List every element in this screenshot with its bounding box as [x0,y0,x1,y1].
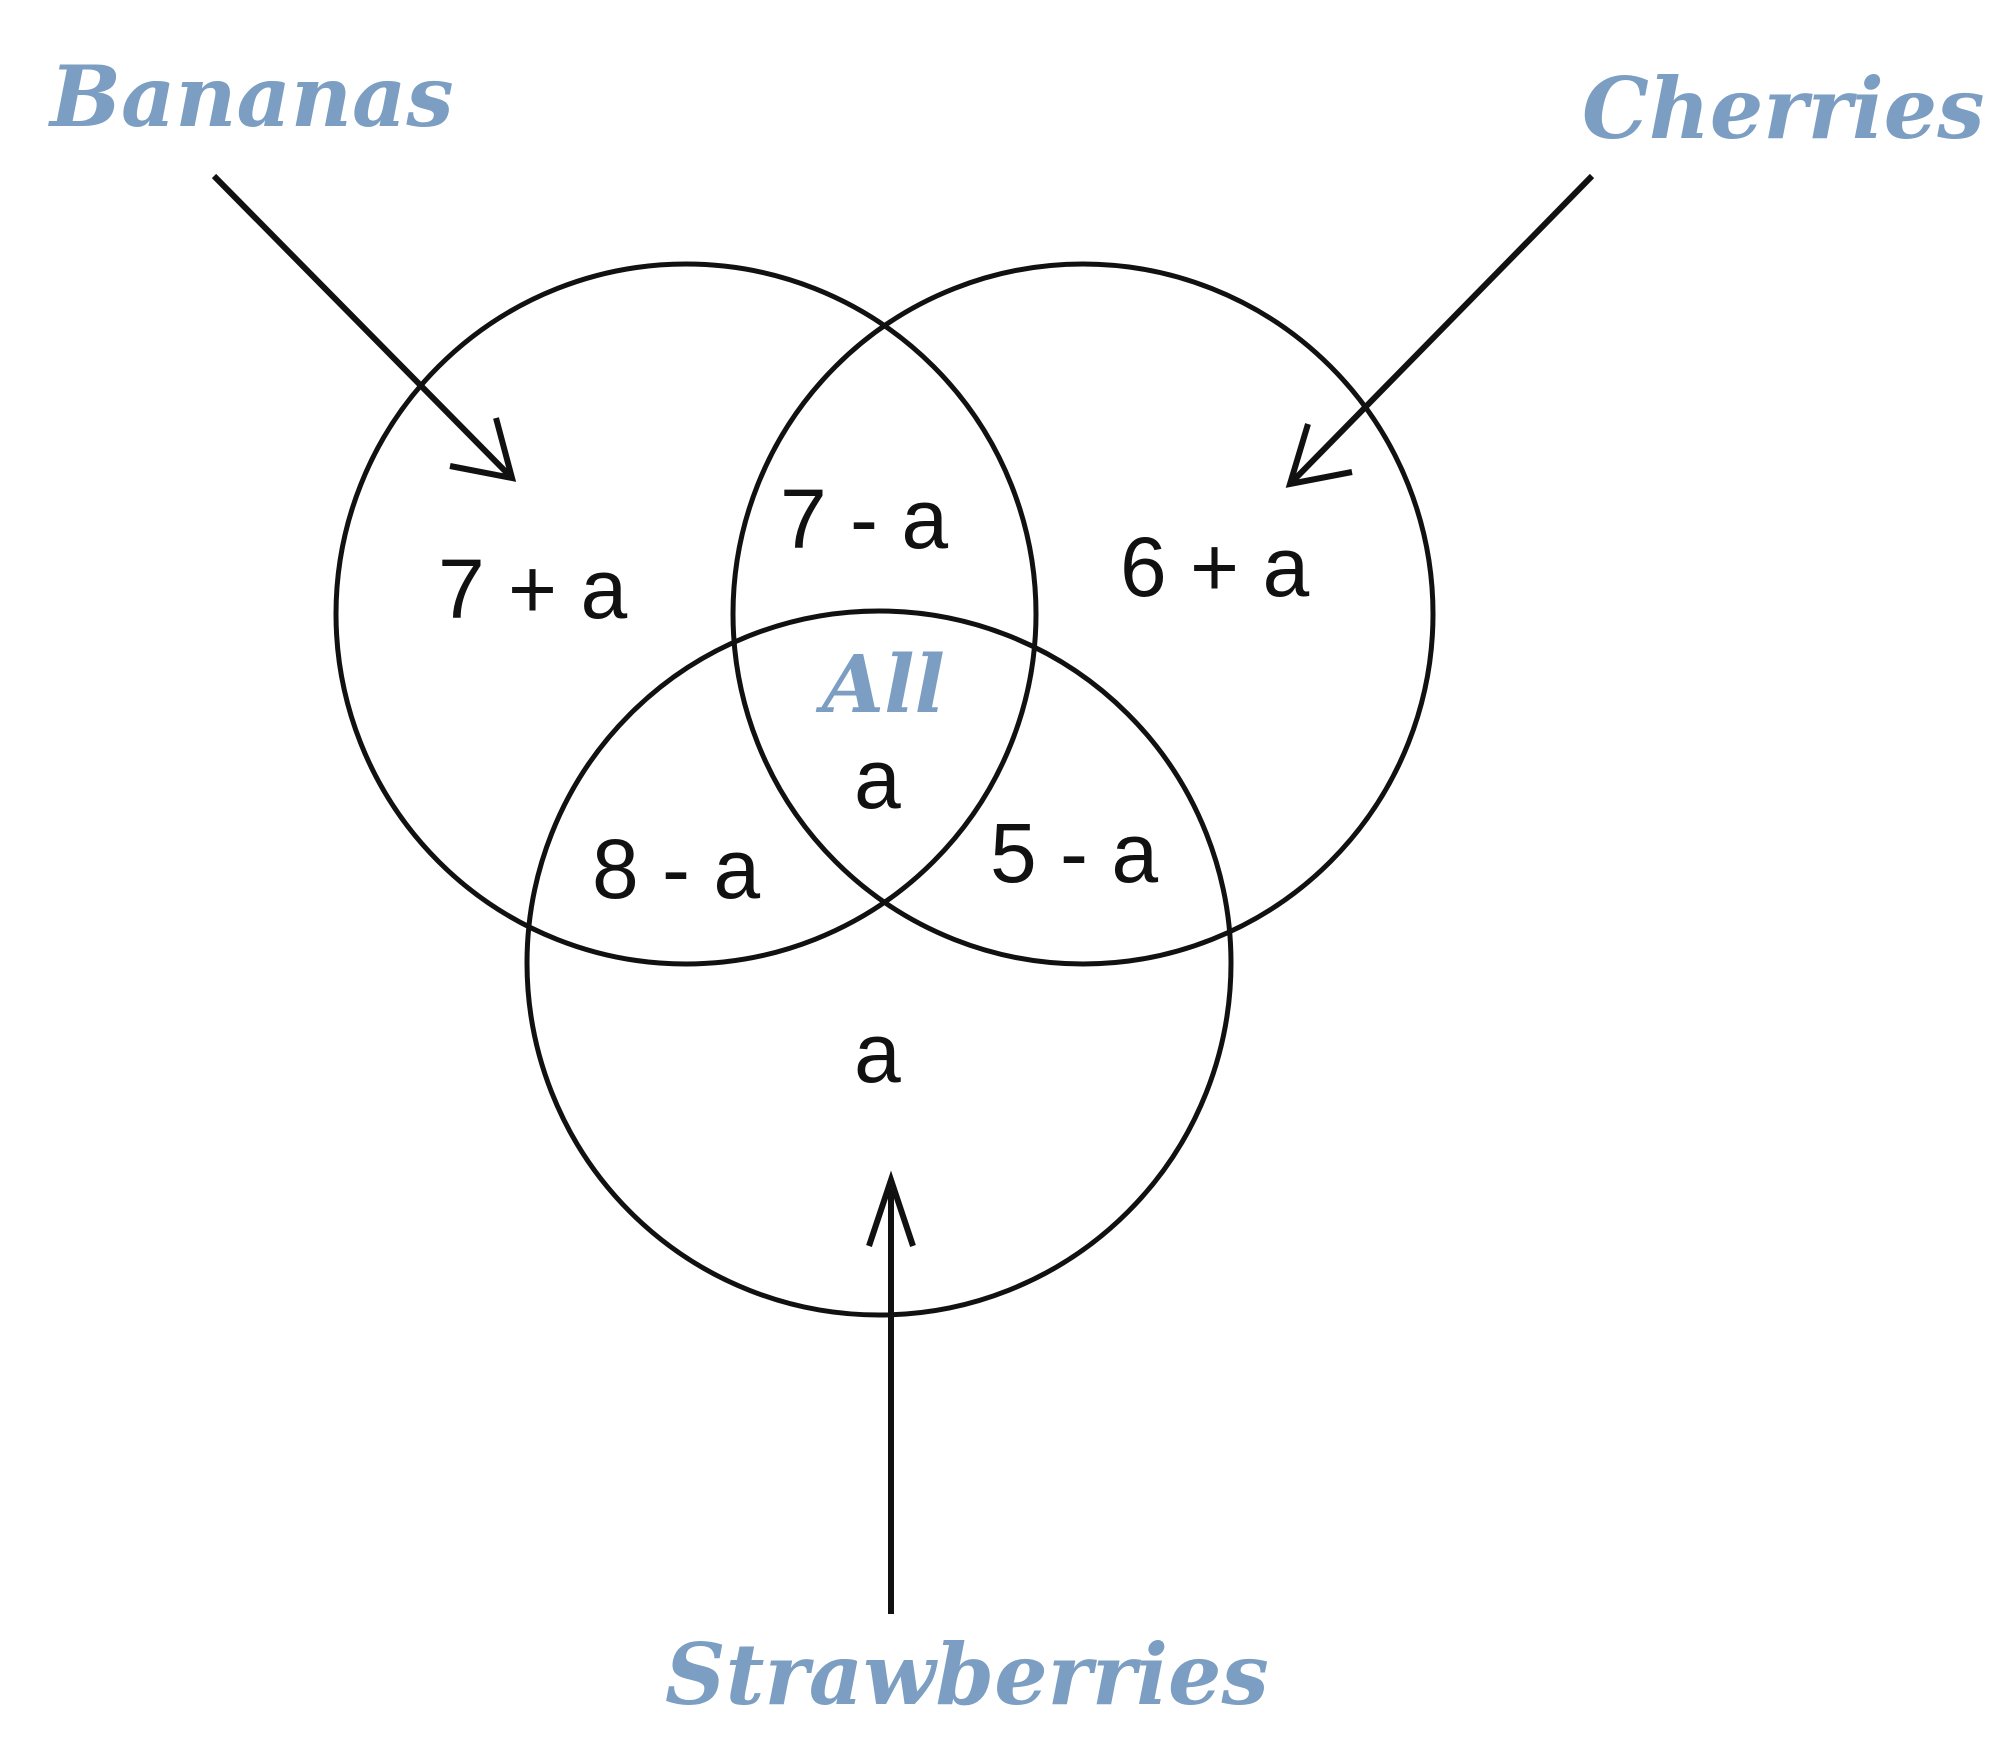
cherries-arrow [1287,173,1595,487]
strawberries-arrowhead [866,1170,916,1247]
cherries-only-value: 6 + a [1120,520,1309,614]
bananas-label: Bananas [48,47,454,146]
strawberries-circle [524,608,1234,1318]
all-value: a [854,732,901,826]
bananas-cherries-value: 7 - a [780,472,948,566]
strawberries-label: Strawberries [665,1625,1269,1724]
bananas-arrow [211,173,515,481]
all-label: All [815,637,945,731]
bananas-only-value: 7 + a [438,542,627,636]
cherries-circle [730,261,1436,967]
bananas-arrowhead [449,417,517,482]
strawberries-only-value: a [854,1006,901,1100]
bananas-strawberries-value: 8 - a [592,822,760,916]
cherries-arrowhead [1285,423,1353,488]
bananas-circle [333,261,1039,967]
cherries-strawberries-value: 5 - a [990,806,1158,900]
cherries-label: Cherries [1582,59,1985,158]
